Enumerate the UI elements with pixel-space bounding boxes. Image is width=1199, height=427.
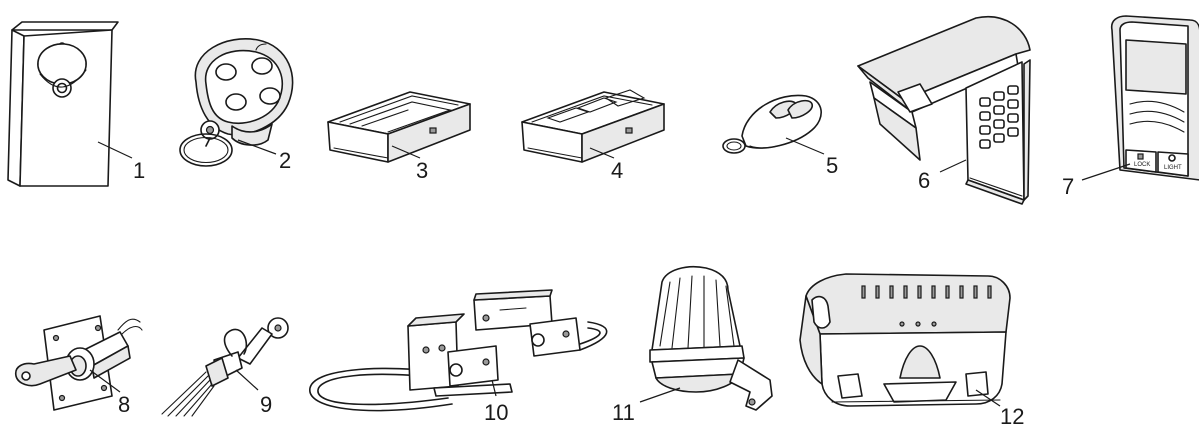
callout-10: 10 [484,400,508,425]
vent-slots [861,285,992,299]
callout-2: 2 [279,148,291,173]
mini-keychain-remote-drawing [722,94,822,154]
callout-11: 11 [612,400,635,425]
wall-button-lock-label: LOCK [1134,162,1150,168]
callout-12: 12 [1000,404,1024,427]
callout-8: 8 [118,392,130,417]
wireless-keypad-drawing [857,15,1031,205]
wall-console-drawing: LOCK LIGHT [1110,15,1199,181]
safety-sensors-drawing [309,289,608,412]
opener-unit-drawing [799,273,1011,407]
callout-6: 6 [918,168,930,193]
emergency-release-drawing [161,317,289,417]
key-switch-drawing [14,315,143,411]
callout-3: 3 [416,158,428,183]
warning-light-drawing [649,266,773,411]
keypad-keys [979,85,1019,149]
slim-three-button-remote-drawing [521,89,665,163]
callout-7: 7 [1062,174,1074,199]
callout-1: 1 [133,158,145,183]
leader-lines [89,137,1131,407]
four-button-remote-drawing [179,38,294,167]
wall-button-light-label: LIGHT [1164,165,1182,171]
wall-push-button-drawing [7,21,119,187]
callout-5: 5 [826,153,838,178]
callout-4: 4 [611,158,623,183]
callout-9: 9 [260,392,272,417]
slim-remote-drawing [327,91,471,163]
